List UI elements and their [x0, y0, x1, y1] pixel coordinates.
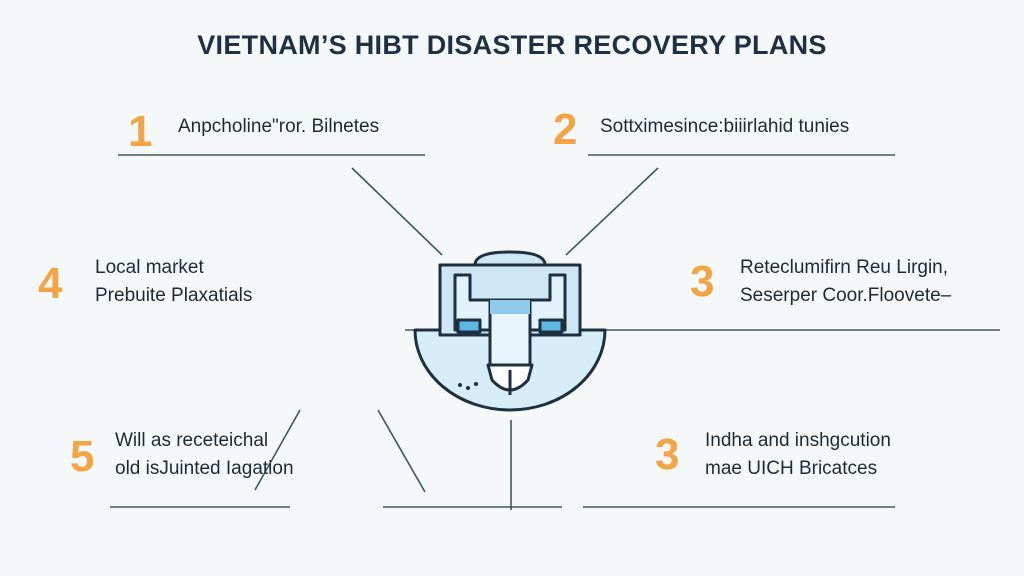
step-number-3: 3: [690, 257, 715, 306]
step-text-3d: mae UICH Bricatces: [705, 458, 878, 479]
step-text-3c: Indha and inshgcution: [705, 430, 891, 451]
step-text-3a: Reteclumifirn Reu Lirgin,: [740, 257, 949, 278]
step-number-4: 4: [38, 259, 63, 308]
step-number-1: 1: [128, 107, 153, 156]
step-text-4b: Prebuite Plaxatials: [95, 285, 253, 306]
step-text-1: Anpcholine"ror. Bilnetes: [178, 116, 380, 137]
step-text-4a: Local market: [95, 257, 204, 278]
ray-upper-left: [351, 167, 443, 256]
step-text-3b: Seserper Coor.Floovete–: [740, 285, 952, 306]
page-title: VIETNAM’S HIBT DISASTER RECOVERY PLANS: [197, 30, 827, 60]
step-number-3b: 3: [655, 430, 680, 479]
step-text-5b: old isJuinted Iagation: [115, 458, 294, 479]
step-number-5: 5: [70, 432, 95, 481]
ray-lower-left: [254, 409, 301, 491]
step-text-5a: Will as receteichal: [115, 430, 269, 451]
ray-upper-right: [565, 167, 659, 256]
step-text-2: Sottximesince:biiirlahid tunies: [600, 116, 850, 137]
ray-lower-right: [377, 409, 426, 493]
step-number-2: 2: [553, 105, 578, 154]
central-building-icon: [413, 250, 607, 412]
